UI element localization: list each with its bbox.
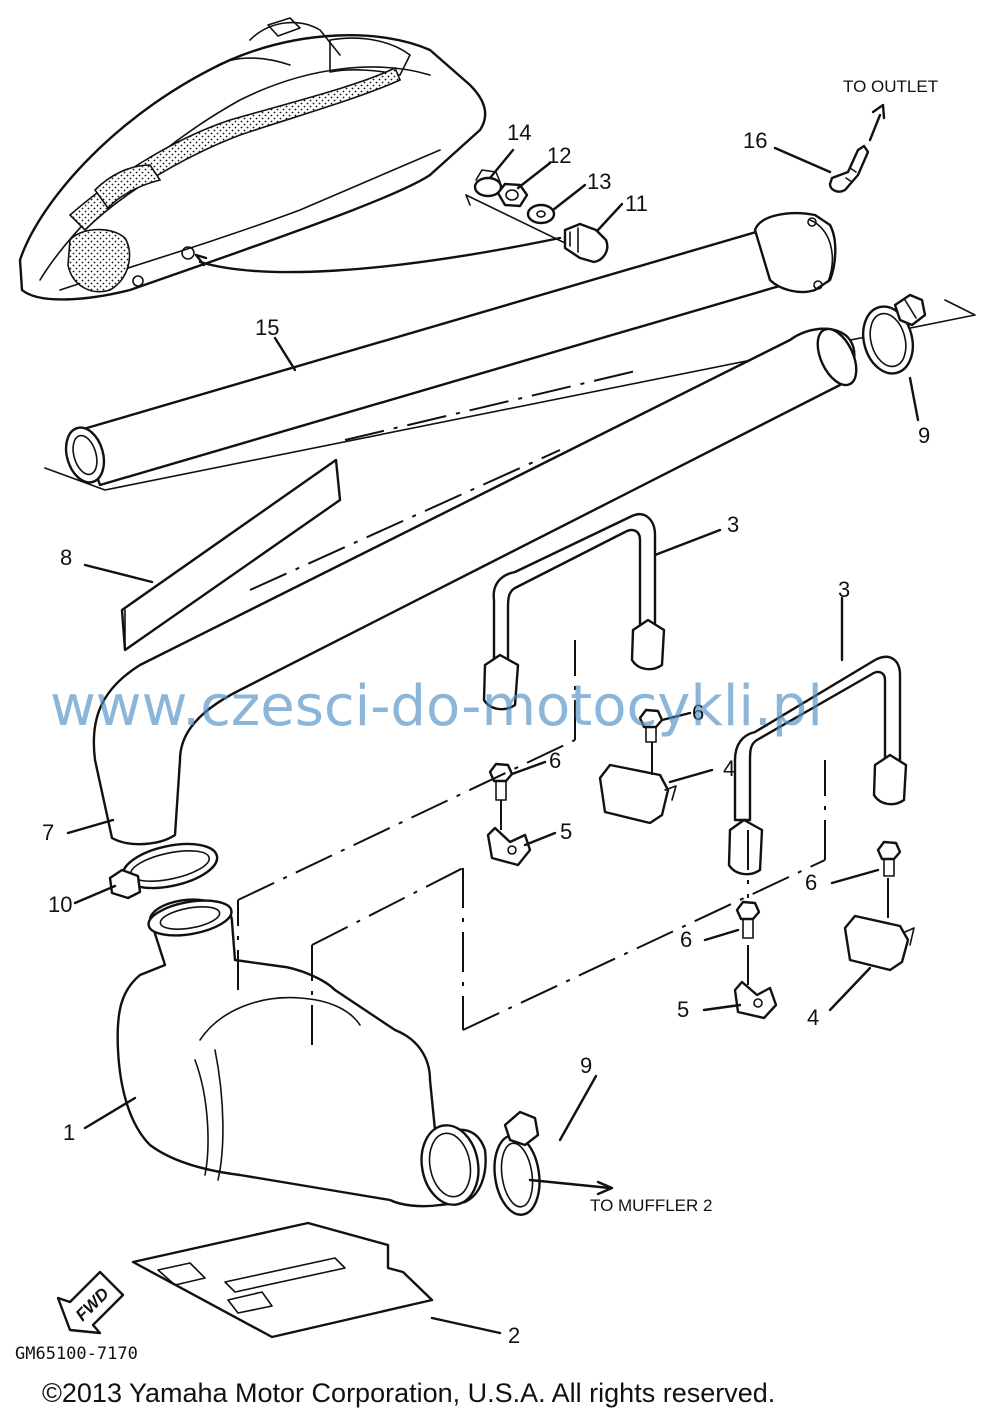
outlet-nipple-16 [828,103,886,193]
fitting-assembly [465,169,609,264]
nipple-11 [563,222,609,264]
washer-13 [526,203,556,225]
hose-7 [92,327,858,846]
watercraft-overview [18,17,562,301]
to-outlet-note: TO OUTLET [843,77,938,96]
band-3-right [727,655,908,876]
callout-6-c: 6 [805,870,817,895]
callout-5-right: 5 [677,997,689,1022]
holder-5-right [733,980,778,1020]
callout-10: 9 [580,1053,592,1078]
plate-8 [120,458,342,652]
muffler-1 [116,898,487,1208]
callout-15: 15 [255,315,279,340]
callout-6-b: 6 [549,748,561,773]
bolt-6-d [735,900,761,939]
clamp-14 [473,169,503,198]
bolt-6-b [488,762,514,801]
callout-9-upper: 9 [918,423,930,448]
clamp-9-upper [862,293,927,375]
callout-9-lower: 10 [48,892,72,917]
callout-12: 12 [547,143,571,168]
callout-5-left: 5 [560,819,572,844]
callout-6-a: 6 [692,700,704,725]
callout-2: 2 [508,1323,520,1348]
callout-labels: 14 12 13 11 16 15 9 8 3 3 6 6 4 5 7 10 6… [42,120,930,1348]
flow-arrows [528,1178,614,1196]
to-muffler-note: TO MUFFLER 2 [590,1196,712,1215]
copyright-text: ©2013 Yamaha Motor Corporation, U.S.A. A… [42,1378,775,1408]
callout-3-right: 3 [838,577,850,602]
callout-1: 1 [63,1120,75,1145]
band-3-left [482,513,666,711]
callout-13: 13 [587,169,611,194]
damper-4-right [843,914,915,972]
clamp-9-lower [108,842,219,900]
assembly-lines [237,640,889,1031]
bolt-6-c [876,840,902,877]
callout-14: 14 [507,120,531,145]
diagram-code: GM65100-7170 [15,1344,138,1364]
damper-4-left [598,763,677,825]
nut-12 [496,182,529,208]
callout-6-d: 6 [680,927,692,952]
clamp-10 [493,1110,541,1216]
callout-3-left: 3 [727,512,739,537]
callout-4-right: 4 [807,1005,819,1030]
callout-7: 7 [42,820,54,845]
callout-11: 11 [625,191,648,216]
callout-4-left: 4 [723,756,735,781]
callout-8: 8 [60,545,72,570]
fwd-arrow-icon: FWD [56,1270,125,1335]
callout-16: 16 [743,128,767,153]
watermark-text: www.czesci-do-motocykli.pl [50,674,823,739]
plate-2 [131,1221,434,1339]
leader-lines [66,146,920,1335]
pipe-15 [44,211,976,491]
holder-5-left [486,826,532,867]
